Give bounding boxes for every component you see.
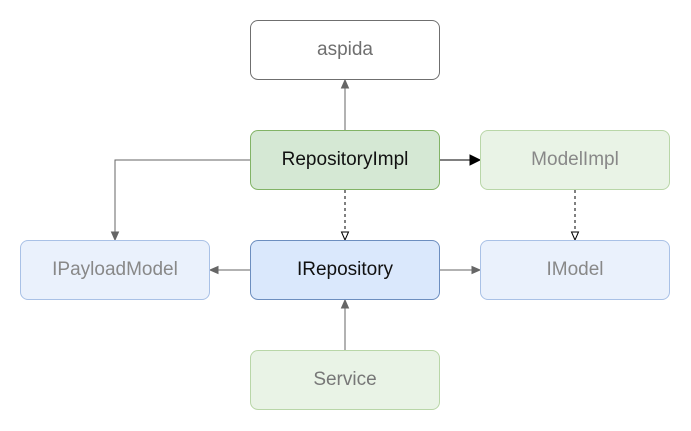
node-service-label: Service: [313, 369, 377, 390]
node-ipayloadmodel[interactable]: IPayloadModel: [20, 240, 210, 300]
arrowhead-irepository-bottom: [340, 298, 350, 309]
node-aspida[interactable]: aspida: [250, 20, 440, 80]
arrowhead-imodel-side: [471, 265, 482, 275]
arrowhead-modelimpl: [469, 154, 482, 166]
node-aspida-label: aspida: [317, 39, 373, 60]
node-irepository-label: IRepository: [296, 259, 394, 280]
node-modelimpl-label: ModelImpl: [531, 149, 619, 170]
node-modelimpl[interactable]: ModelImpl: [480, 130, 670, 190]
node-imodel-label: IModel: [546, 259, 604, 280]
node-service[interactable]: Service: [250, 350, 440, 410]
arrowhead-ipayloadmodel-side: [208, 265, 219, 275]
node-repositoryimpl[interactable]: RepositoryImpl: [250, 130, 440, 190]
edge-repositoryimpl-to-ipayloadmodel: [114, 159, 250, 236]
arrowhead-imodel-realization: [570, 231, 580, 242]
arrowhead-aspida: [340, 78, 350, 89]
node-repositoryimpl-label: RepositoryImpl: [281, 149, 409, 170]
arrowhead-irepository-realization: [340, 231, 350, 242]
node-irepository[interactable]: IRepository: [250, 240, 440, 300]
arrowhead-ipayloadmodel-top: [110, 231, 120, 242]
node-imodel[interactable]: IModel: [480, 240, 670, 300]
node-ipayloadmodel-label: IPayloadModel: [52, 259, 178, 280]
